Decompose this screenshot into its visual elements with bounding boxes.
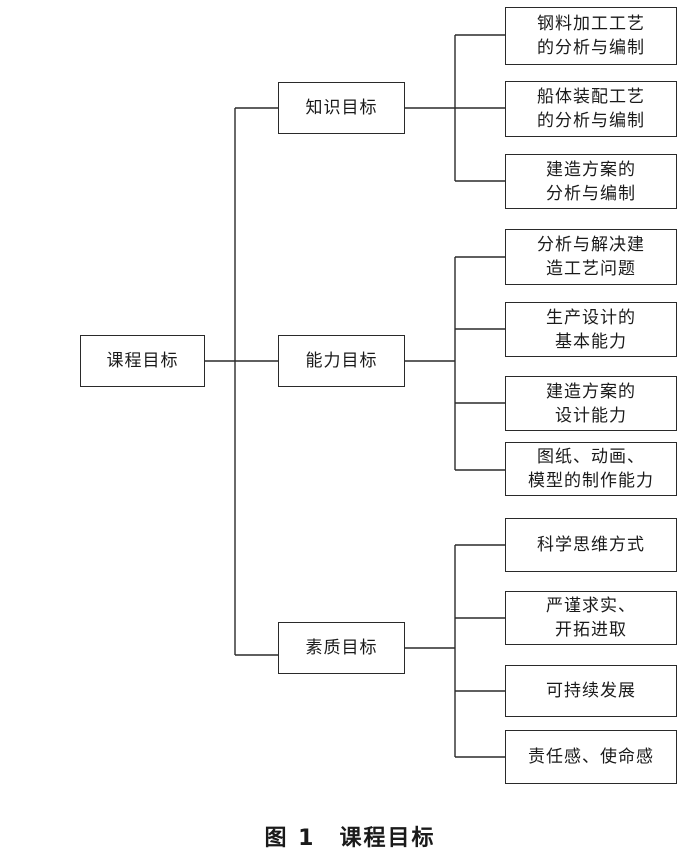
group-label: 素质目标 — [305, 638, 378, 658]
leaf-label: 船体装配工艺 的分析与编制 — [537, 87, 645, 131]
leaf-label: 图纸、动画、 模型的制作能力 — [528, 447, 654, 491]
leaf-node: 建造方案的 设计能力 — [505, 376, 677, 431]
leaf-node: 船体装配工艺 的分析与编制 — [505, 81, 677, 137]
leaf-label: 可持续发展 — [546, 681, 636, 701]
leaf-node: 钢料加工工艺 的分析与编制 — [505, 7, 677, 65]
group-label: 知识目标 — [305, 98, 378, 118]
group-label: 能力目标 — [305, 351, 378, 371]
root-label: 课程目标 — [106, 351, 179, 371]
root-node: 课程目标 — [80, 335, 205, 387]
leaf-label: 建造方案的 分析与编制 — [546, 159, 636, 204]
leaf-node: 责任感、使命感 — [505, 730, 677, 784]
group-node-ability: 能力目标 — [278, 335, 405, 387]
leaf-label: 建造方案的 设计能力 — [546, 381, 636, 426]
leaf-node: 严谨求实、 开拓进取 — [505, 591, 677, 645]
leaf-node: 可持续发展 — [505, 665, 677, 717]
leaf-label: 生产设计的 基本能力 — [546, 307, 636, 352]
group-node-quality: 素质目标 — [278, 622, 405, 674]
figure-caption: 图 1 课程目标 — [264, 826, 436, 851]
leaf-node: 科学思维方式 — [505, 518, 677, 572]
leaf-node: 生产设计的 基本能力 — [505, 302, 677, 357]
group-node-knowledge: 知识目标 — [278, 82, 405, 134]
leaf-label: 科学思维方式 — [537, 535, 645, 555]
leaf-label: 钢料加工工艺 的分析与编制 — [537, 14, 645, 58]
leaf-node: 图纸、动画、 模型的制作能力 — [505, 442, 677, 496]
leaf-label: 分析与解决建 造工艺问题 — [537, 235, 645, 279]
leaf-node: 分析与解决建 造工艺问题 — [505, 229, 677, 285]
leaf-node: 建造方案的 分析与编制 — [505, 154, 677, 209]
leaf-label: 严谨求实、 开拓进取 — [546, 596, 636, 640]
leaf-label: 责任感、使命感 — [528, 747, 654, 767]
